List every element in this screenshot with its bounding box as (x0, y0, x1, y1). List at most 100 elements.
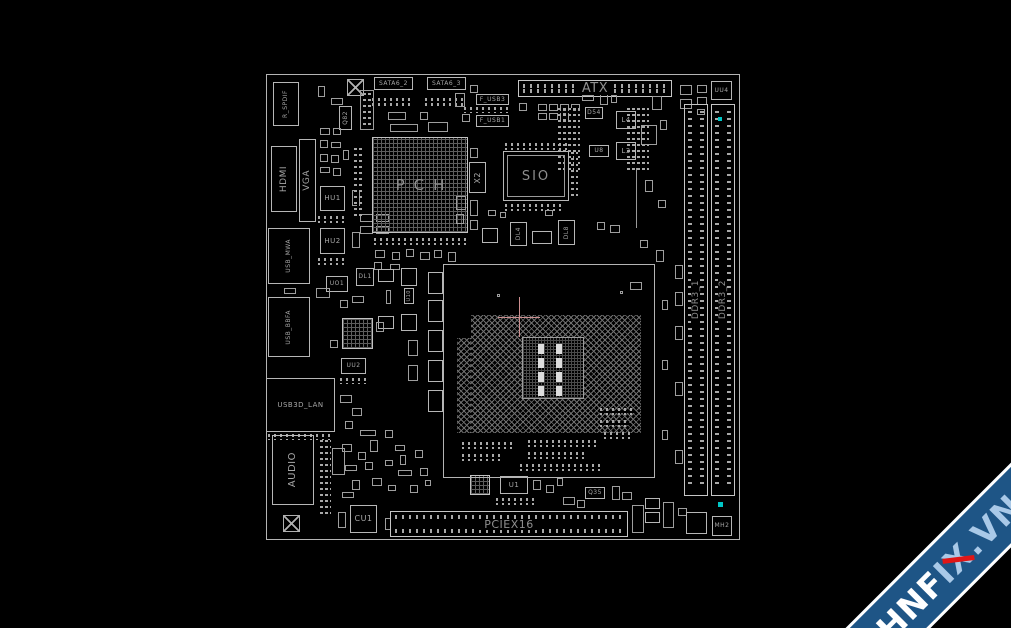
smd-pad (630, 282, 642, 290)
probe-crosshair (498, 297, 540, 337)
smd-pad (546, 485, 554, 493)
pins-h (268, 434, 334, 440)
header-f-usb3-label: F_USB3 (479, 95, 506, 103)
watermark-text: HNFIX.VN (868, 486, 1011, 628)
smd-pad (320, 154, 328, 162)
slot-ddr3-2: DDR3_2 (711, 104, 735, 496)
chip (401, 314, 417, 331)
smd-pad (610, 225, 620, 233)
socket-center (522, 337, 584, 399)
pins-h (372, 98, 414, 106)
vline (636, 168, 637, 228)
connector-sata6-3-label: SATA6_3 (432, 79, 461, 87)
smd-pad (342, 492, 354, 498)
smd-pad (470, 200, 478, 216)
smd-pad (660, 120, 667, 130)
ic-hu2-label: HU2 (324, 236, 341, 245)
smd-pad (597, 222, 605, 230)
chip (532, 231, 552, 244)
smd-pad (385, 460, 393, 466)
connector-audio: AUDIO (272, 435, 314, 505)
pins-h (318, 258, 348, 265)
smd-pad (462, 114, 470, 122)
smd-pad (582, 95, 594, 101)
chip-bga-small (342, 318, 373, 349)
smd-pad (400, 455, 406, 465)
ic-u8: U8 (589, 145, 609, 157)
pins-h (464, 107, 512, 113)
ic-cu1-label: CU1 (354, 514, 373, 523)
ic-uu4-label: UU4 (714, 86, 729, 94)
smd-pad (488, 210, 496, 216)
smd-pad (675, 450, 683, 464)
ic-l3-label: L3 (621, 146, 631, 155)
smd-pad (620, 291, 623, 294)
ic-dl4: DL4 (510, 222, 527, 246)
smd-pad (331, 142, 341, 148)
smd-pad (640, 240, 648, 248)
smd-pad (338, 512, 346, 528)
ic-hu1: HU1 (320, 186, 345, 211)
ic-mh2: MH2 (712, 516, 732, 536)
connector-usb-a-label: USB_MWA (285, 239, 292, 273)
chip-pch: PCH (372, 137, 468, 233)
bar (538, 386, 544, 396)
ic-uo1: UO1 (326, 276, 348, 292)
smd-pad (332, 448, 345, 475)
ic-uu2-label: UU2 (346, 362, 361, 369)
ic-u10: U10 (404, 288, 414, 304)
smd-pad (320, 128, 330, 135)
smd-pad (345, 465, 357, 471)
smd-pad (662, 360, 668, 370)
ic-l4: L4 (616, 111, 636, 129)
smd-pad (545, 210, 553, 216)
pins-v (354, 148, 362, 218)
hatch (457, 338, 471, 433)
bar (538, 372, 544, 382)
ic-uu2: UU2 (341, 358, 366, 374)
ic-d54: D54 (585, 107, 603, 119)
mounting-hole (283, 515, 300, 532)
bar (556, 386, 562, 396)
smd-pad (448, 252, 456, 262)
cpu-socket (443, 264, 655, 478)
highlight-pin (718, 502, 723, 507)
smd-pad (425, 480, 431, 486)
header-f-usb1: F_USB1 (476, 115, 509, 127)
smd-pad (652, 96, 662, 110)
smd-pad (675, 326, 683, 340)
header-f-usb3: F_USB3 (476, 94, 509, 105)
connector-vga-label: VGA (302, 170, 312, 191)
smd-pad (500, 212, 506, 218)
connector-atx: ATX (518, 80, 672, 97)
ic-u8-label: U8 (594, 147, 604, 154)
chip (428, 330, 443, 352)
smd-pad (456, 196, 466, 210)
ic-cu1: CU1 (350, 505, 377, 533)
ic-dl1: DL1 (356, 268, 374, 286)
bar (556, 344, 562, 354)
smd-pad (345, 421, 353, 429)
smd-pad (331, 98, 343, 105)
ic-hu1-label: HU1 (324, 194, 341, 202)
smd-pad (360, 90, 374, 130)
smd-pad (342, 444, 352, 452)
smd-pad (470, 148, 478, 158)
chip (378, 269, 394, 282)
slot-ddr3-1-label: DDR3_1 (690, 276, 702, 324)
smd-pad (420, 252, 430, 260)
smd-pad (331, 155, 339, 163)
connector-audio-label: AUDIO (287, 452, 298, 488)
smd-pad (410, 485, 418, 493)
connector-usb-b: USB_BBFA (268, 297, 310, 357)
bga (470, 475, 490, 495)
smd-pad (352, 232, 360, 248)
smd-pad (470, 220, 478, 230)
bar (538, 358, 544, 368)
ic-bottom-right (686, 512, 707, 534)
smd-pad (340, 300, 348, 308)
ic-dl1-label: DL1 (358, 273, 372, 280)
smd-pad (563, 497, 575, 505)
pins-h (604, 432, 630, 439)
smd-pad (395, 445, 405, 451)
